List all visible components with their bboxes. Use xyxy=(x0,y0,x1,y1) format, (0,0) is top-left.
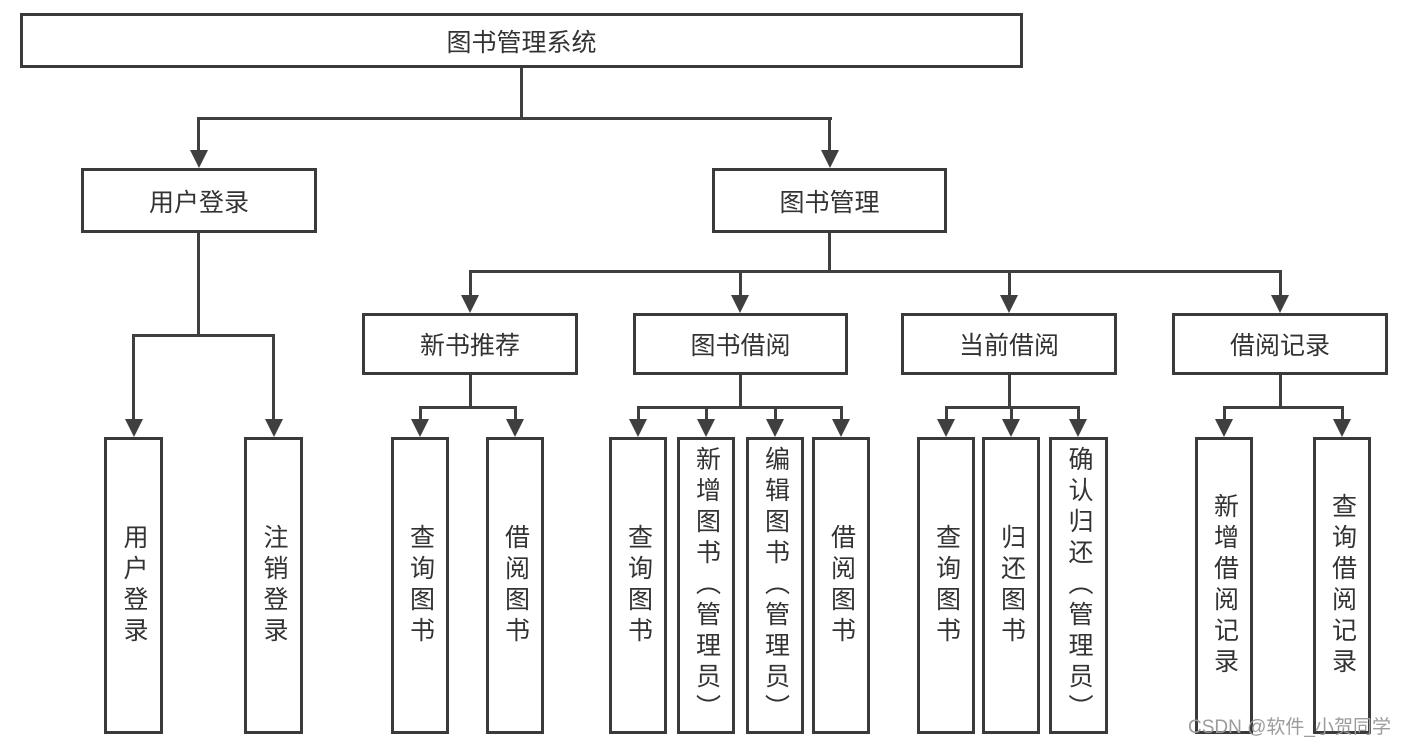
connector-stem-leaf xyxy=(1077,406,1080,422)
connector-stem-leaf xyxy=(132,334,135,422)
connector-stem-new-book xyxy=(469,270,472,298)
arrowhead-down xyxy=(190,150,208,168)
node-library-system: 图书管理系统 xyxy=(20,13,1023,68)
arrowhead-down xyxy=(766,419,784,437)
connector-stem-user-login xyxy=(197,117,200,152)
arrowhead-down xyxy=(1271,295,1289,313)
arrowhead-down xyxy=(1002,419,1020,437)
connector-stem-leaf xyxy=(1341,406,1344,422)
arrowhead-down xyxy=(1333,419,1351,437)
leaf-label: 查询图书 xyxy=(624,523,653,648)
leaf-bb-query-book: 查询图书 xyxy=(609,437,667,734)
leaf-label: 确认归还（管理员） xyxy=(1065,446,1093,725)
node-book-mgmt: 图书管理 xyxy=(712,168,947,233)
connector-root-stem xyxy=(520,68,523,118)
connector-new-book-branch xyxy=(419,406,517,409)
leaf-cb-query-book: 查询图书 xyxy=(917,437,975,734)
arrowhead-down xyxy=(937,419,955,437)
connector-stem-leaf xyxy=(1223,406,1226,422)
connector-book-borrow-stem xyxy=(739,375,742,408)
node-borrow-record: 借阅记录 xyxy=(1172,313,1388,375)
leaf-label: 注销登录 xyxy=(260,523,288,648)
leaf-label: 新增借阅记录 xyxy=(1210,492,1239,679)
leaf-label: 新增图书（管理员） xyxy=(692,446,721,725)
arrowhead-down xyxy=(821,150,839,168)
connector-borrow-record-branch xyxy=(1223,406,1343,409)
node-label: 图书借阅 xyxy=(690,332,791,360)
arrowhead-down xyxy=(506,419,524,437)
leaf-br-add-record: 新增借阅记录 xyxy=(1195,437,1253,734)
csdn-watermark: CSDN @软件_小贺同学 xyxy=(1188,717,1391,738)
connector-stem-current-borrow xyxy=(1008,270,1011,298)
connector-current-borrow-stem xyxy=(1008,375,1011,408)
connector-new-book-stem xyxy=(469,375,472,408)
node-current-borrow: 当前借阅 xyxy=(901,313,1117,375)
node-label: 当前借阅 xyxy=(958,332,1059,360)
arrowhead-down xyxy=(1000,295,1018,313)
leaf-br-query-record: 查询借阅记录 xyxy=(1313,437,1371,734)
arrowhead-down xyxy=(265,419,283,437)
leaf-nb-query-book: 查询图书 xyxy=(391,437,449,734)
arrowhead-down xyxy=(629,419,647,437)
connector-stem-leaf xyxy=(840,406,843,422)
arrowhead-down xyxy=(697,419,715,437)
connector-stem-leaf xyxy=(705,406,708,422)
leaf-bb-add-book: 新增图书（管理员） xyxy=(677,437,735,734)
connector-stem-book-borrow xyxy=(739,270,742,298)
connector-stem-leaf xyxy=(774,406,777,422)
node-new-book: 新书推荐 xyxy=(362,313,578,375)
connector-book-mgmt-stem xyxy=(828,233,831,273)
leaf-bb-edit-book: 编辑图书（管理员） xyxy=(746,437,804,734)
leaf-label: 用户登录 xyxy=(120,523,148,648)
arrowhead-down xyxy=(731,295,749,313)
node-label: 图书管理 xyxy=(779,188,880,217)
leaf-label: 借阅图书 xyxy=(501,523,530,648)
arrowhead-down xyxy=(1215,419,1233,437)
arrowhead-down xyxy=(1069,419,1087,437)
leaf-bb-borrow-book: 借阅图书 xyxy=(812,437,870,734)
connector-borrow-record-stem xyxy=(1279,375,1282,408)
leaf-label: 查询借阅记录 xyxy=(1328,492,1357,679)
connector-level3-branch xyxy=(469,270,1282,273)
connector-user-login-stem xyxy=(197,233,200,336)
leaf-label: 编辑图书（管理员） xyxy=(761,446,790,725)
node-label: 图书管理系统 xyxy=(446,28,597,57)
node-user-login: 用户登录 xyxy=(81,168,317,233)
connector-stem-leaf xyxy=(1010,406,1013,422)
connector-stem-borrow-record xyxy=(1279,270,1282,298)
arrowhead-down xyxy=(461,295,479,313)
connector-stem-leaf xyxy=(637,406,640,422)
leaf-label: 归还图书 xyxy=(997,523,1026,648)
connector-user-login-branch xyxy=(132,334,275,337)
connector-stem-book-mgmt xyxy=(828,117,831,152)
leaf-nb-borrow-book: 借阅图书 xyxy=(486,437,544,734)
node-label: 新书推荐 xyxy=(419,332,520,360)
connector-stem-leaf xyxy=(419,406,422,422)
connector-book-borrow-branch xyxy=(637,406,843,409)
node-book-borrow: 图书借阅 xyxy=(633,313,848,375)
arrowhead-down xyxy=(125,419,143,437)
leaf-label: 查询图书 xyxy=(932,523,961,648)
arrowhead-down xyxy=(411,419,429,437)
connector-level2-branch xyxy=(198,117,832,120)
leaf-cb-return-book: 归还图书 xyxy=(982,437,1040,734)
leaf-label: 借阅图书 xyxy=(827,523,856,648)
node-label: 用户登录 xyxy=(148,188,249,217)
connector-stem-leaf xyxy=(514,406,517,422)
leaf-cb-confirm-return: 确认归还（管理员） xyxy=(1049,437,1108,734)
leaf-label: 查询图书 xyxy=(406,523,435,648)
connector-stem-leaf xyxy=(945,406,948,422)
leaf-user-login: 用户登录 xyxy=(104,437,163,734)
arrowhead-down xyxy=(832,419,850,437)
leaf-logout: 注销登录 xyxy=(244,437,303,734)
connector-stem-leaf xyxy=(272,334,275,422)
node-label: 借阅记录 xyxy=(1229,332,1330,360)
